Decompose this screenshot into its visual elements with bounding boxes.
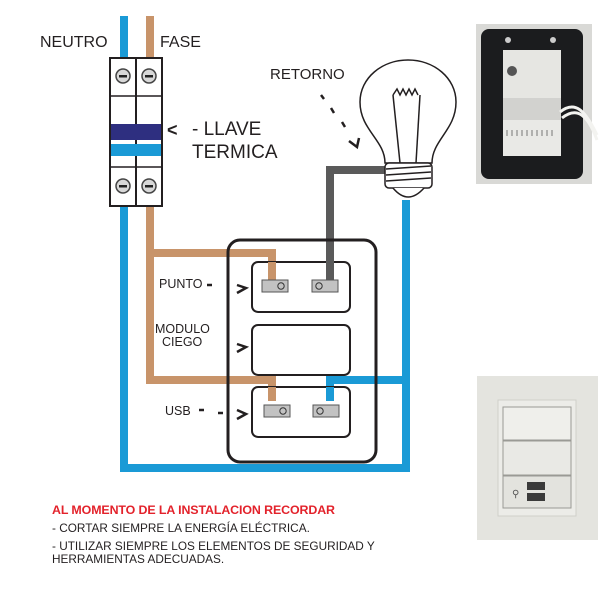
- light-bulb-icon: [359, 59, 457, 198]
- switch-plate: [226, 238, 378, 464]
- module-back-photo: [476, 24, 599, 184]
- usb-label: USB: [165, 404, 191, 418]
- return-wire: [326, 166, 390, 285]
- safety-title: AL MOMENTO DE LA INSTALACION RECORDAR: [52, 503, 335, 517]
- breaker-label-line1: - LLAVE: [192, 119, 261, 140]
- safety-notes: AL MOMENTO DE LA INSTALACION RECORDAR - …: [52, 503, 392, 571]
- breaker-screw-icon: [115, 68, 157, 194]
- dashed-arrow-icon: [320, 94, 361, 150]
- usb-module: [251, 386, 351, 438]
- breaker-label-line2: TERMICA: [192, 142, 278, 163]
- usb-symbol-icon: ⚲: [512, 489, 519, 500]
- neutral-label: NEUTRO: [40, 34, 108, 51]
- return-label: RETORNO: [270, 66, 345, 83]
- usb-switch-front-photo: ⚲: [477, 376, 598, 540]
- blank-module: [251, 324, 351, 376]
- arrow-left-icon: <: [167, 120, 178, 140]
- phase-label: FASE: [160, 34, 201, 51]
- safety-item: - UTILIZAR SIEMPRE LOS ELEMENTOS DE SEGU…: [52, 539, 375, 566]
- blank-module-label-line2: CIEGO: [162, 335, 203, 349]
- point-module: [251, 261, 351, 313]
- safety-item: - CORTAR SIEMPRE LA ENERGÍA ELÉCTRICA.: [52, 521, 310, 535]
- blank-module-label-line1: MODULO: [155, 322, 210, 336]
- terminal-screw-icon: [261, 279, 340, 418]
- point-label: PUNTO: [159, 277, 203, 291]
- pointer-arrow-icon: [199, 283, 250, 421]
- circuit-breaker: [109, 57, 163, 207]
